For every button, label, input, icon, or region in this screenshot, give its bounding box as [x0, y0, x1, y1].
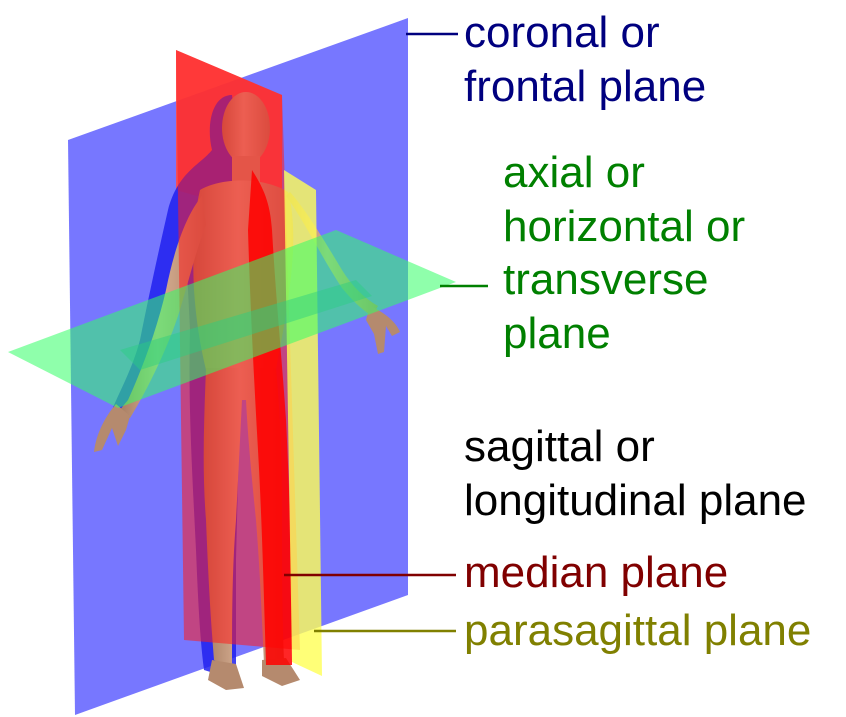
label-line: plane — [503, 307, 745, 361]
label-line: sagittal or — [464, 420, 807, 474]
median-plane-label: median plane — [464, 546, 728, 600]
axial-plane-label: axial or horizontal or transverse plane — [503, 146, 745, 361]
parasagittal-plane-label: parasagittal plane — [464, 604, 811, 658]
label-line: axial or — [503, 146, 745, 200]
label-line: parasagittal plane — [464, 604, 811, 658]
label-line: frontal plane — [464, 60, 706, 114]
coronal-plane-label: coronal or frontal plane — [464, 6, 706, 113]
label-line: longitudinal plane — [464, 474, 807, 528]
label-line: coronal or — [464, 6, 706, 60]
label-line: median plane — [464, 546, 728, 600]
label-line: horizontal or — [503, 200, 745, 254]
label-line: transverse — [503, 253, 745, 307]
sagittal-plane-label: sagittal or longitudinal plane — [464, 420, 807, 527]
